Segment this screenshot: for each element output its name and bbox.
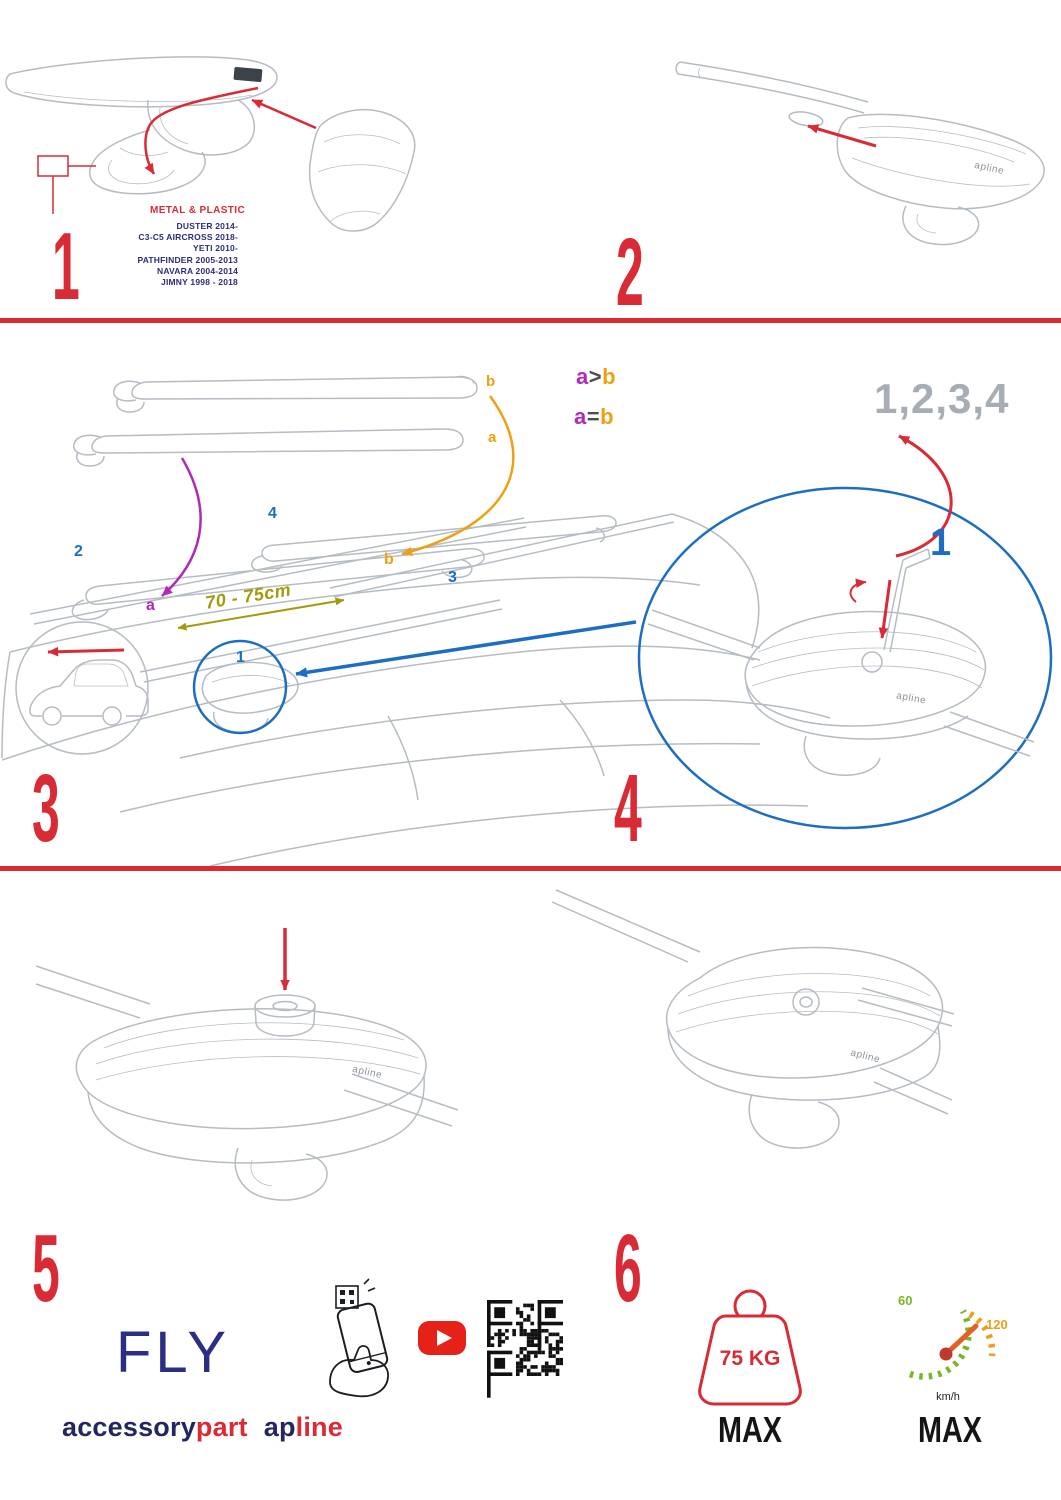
tighten-sequence-label: 1,2,3,4 bbox=[874, 375, 1010, 422]
max-speed-label: MAX bbox=[918, 1409, 982, 1450]
max-weight-icon bbox=[698, 1289, 802, 1406]
model-item: C3-C5 AIRCROSS 2018- bbox=[138, 232, 238, 243]
rule-a-greater-b: a>b bbox=[576, 366, 616, 388]
front-direction-inset bbox=[15, 621, 149, 755]
youtube-icon bbox=[418, 1321, 466, 1355]
step2-bar-drawing bbox=[675, 61, 1045, 246]
step2-insert-arrow bbox=[807, 124, 877, 148]
rule2-a: a bbox=[574, 404, 587, 429]
step-6-number: 6 bbox=[614, 1215, 642, 1322]
roof-label-2: 2 bbox=[74, 543, 83, 560]
guide-curve-a bbox=[161, 457, 202, 597]
model-item: DUSTER 2014- bbox=[176, 221, 238, 231]
max-weight-label: MAX bbox=[718, 1409, 782, 1450]
material-label: METAL & PLASTIC bbox=[150, 205, 246, 216]
product-name: FLY bbox=[116, 1320, 231, 1385]
guide-curve-b bbox=[401, 395, 515, 557]
step1-red-annotations bbox=[37, 86, 317, 214]
brand-ap: ap bbox=[263, 1412, 296, 1442]
tighten-first-label: 1 bbox=[930, 522, 952, 564]
distance-arrow bbox=[177, 597, 345, 631]
rule1-a: a bbox=[576, 364, 589, 389]
section-divider-top bbox=[0, 318, 1061, 323]
step5-foot-drawing bbox=[35, 965, 459, 1201]
step-1-number: 1 bbox=[52, 213, 80, 320]
step-5-number: 5 bbox=[32, 1215, 60, 1322]
step3-roof-drawing bbox=[1, 513, 831, 867]
rule1-op: > bbox=[588, 364, 603, 389]
roof-label-a: a bbox=[146, 597, 155, 614]
brand-accessory: accessory bbox=[62, 1412, 196, 1442]
step-4-number: 4 bbox=[614, 755, 642, 862]
step4-zoom-drawing bbox=[637, 486, 1053, 830]
model-item: NAVARA 2004-2014 bbox=[157, 265, 238, 276]
bar-label-b: b bbox=[486, 373, 496, 390]
brand-line: line bbox=[295, 1412, 343, 1442]
roof-label-4: 4 bbox=[268, 505, 277, 522]
model-item: YETI 2010- bbox=[193, 243, 238, 254]
step1-foot-drawing bbox=[5, 56, 416, 232]
step-3-number: 3 bbox=[32, 755, 60, 862]
speed-unit-label: km/h bbox=[936, 1391, 960, 1403]
model-item: PATHFINDER 2005-2013 bbox=[137, 254, 238, 265]
roof-label-b: b bbox=[384, 551, 394, 568]
step1-logo-chip bbox=[233, 66, 263, 83]
qr-code-icon bbox=[487, 1300, 563, 1398]
rule2-b: b bbox=[600, 404, 615, 429]
phone-scan-icon bbox=[329, 1278, 389, 1398]
speed-high-label: 120 bbox=[986, 1317, 1008, 1332]
speedometer-icon bbox=[908, 1309, 996, 1380]
rule1-b: b bbox=[602, 364, 617, 389]
zoom-connector-line bbox=[295, 620, 637, 678]
compatible-models-list: DUSTER 2014- C3-C5 AIRCROSS 2018- YETI 2… bbox=[98, 221, 238, 288]
brand-part: part bbox=[195, 1412, 248, 1442]
inset-direction-arrow bbox=[47, 646, 125, 657]
step6-foot-drawing bbox=[551, 889, 955, 1149]
max-weight-value: 75 KG bbox=[719, 1347, 781, 1370]
step-2-number: 2 bbox=[616, 219, 644, 326]
repeat-sequence-arrow bbox=[895, 434, 953, 558]
roof-label-1: 1 bbox=[236, 649, 245, 666]
rule2-op: = bbox=[586, 404, 601, 429]
section-divider-bottom bbox=[0, 866, 1061, 871]
foot-highlight-circle bbox=[192, 639, 288, 735]
speed-low-label: 60 bbox=[898, 1293, 913, 1308]
bar-label-a: a bbox=[488, 429, 497, 446]
rule-a-equals-b: a=b bbox=[574, 406, 614, 428]
roof-label-3: 3 bbox=[448, 569, 457, 586]
model-item: JIMNY 1998 - 2018 bbox=[161, 277, 238, 288]
step3-bars-drawing bbox=[73, 375, 478, 467]
